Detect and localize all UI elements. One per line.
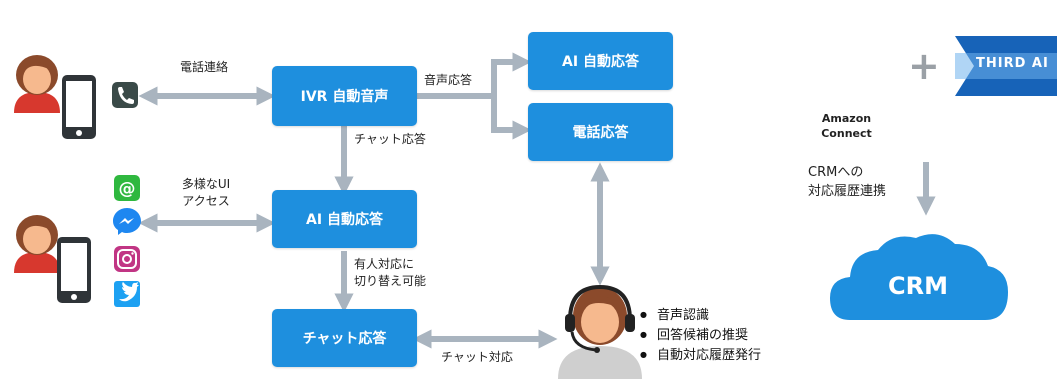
amazon-connect-line1: Amazon (821, 112, 872, 125)
amazon-connect-line2: Connect (821, 127, 872, 140)
smartphone-icon (57, 237, 91, 303)
user-avatar-icon (14, 55, 60, 113)
instagram-icon (114, 246, 140, 272)
operator-headset-icon (558, 284, 642, 379)
ivr-label: IVR 自動音声 (300, 89, 389, 105)
operator-feature-item: 自動対応履歴発行 (640, 345, 761, 365)
messenger-icon (113, 208, 141, 235)
diverse-ui-label: 多様なUI アクセス (172, 176, 240, 210)
ivr-box: IVR 自動音声 (272, 66, 417, 126)
svg-text:@: @ (119, 179, 136, 199)
phone-response-box: 電話応答 (528, 103, 673, 161)
phone-response-label: 電話応答 (572, 125, 629, 141)
crm-label: CRM (888, 272, 948, 300)
handover-line2: 切り替え可能 (354, 274, 427, 288)
phone-app-icon (112, 82, 138, 108)
ai-mid-label: AI 自動応答 (306, 212, 383, 228)
operator-feature-item: 回答候補の推奨 (640, 325, 761, 345)
user-bottom (14, 215, 91, 303)
ai-top-label: AI 自動応答 (562, 54, 639, 70)
voice-response-label: 音声応答 (424, 73, 473, 87)
diverse-ui-line1: 多様なUI (181, 177, 231, 191)
handover-line1: 有人対応に (354, 257, 415, 271)
crm-note-line2: 対応履歴連携 (808, 184, 887, 199)
handover-label: 有人対応に 切り替え可能 (354, 256, 426, 290)
cloud-icon (830, 234, 1008, 320)
diverse-ui-line2: アクセス (182, 194, 230, 208)
chat-response-edge-label: チャット応答 (354, 132, 426, 146)
third-ai-text: THIRD AI (976, 56, 1049, 71)
user-avatar-icon (14, 215, 60, 273)
third-ai-logo (955, 36, 1057, 96)
chat-response-box: チャット応答 (272, 309, 417, 367)
arrow-voice-ai (491, 52, 532, 96)
user-top (14, 55, 96, 139)
amazon-connect-caption: Amazon Connect (800, 111, 893, 141)
ai-top-box: AI 自動応答 (528, 32, 673, 90)
crm-note-label: CRMへの 対応履歴連携 (808, 163, 886, 201)
crm-note-line1: CRMへの (808, 165, 864, 180)
operator-feature-list: 音声認識 回答候補の推奨 自動対応履歴発行 (640, 305, 761, 365)
amazon-connect-icon (822, 25, 886, 71)
chat-support-label: チャット対応 (441, 350, 513, 364)
phone-contact-label: 電話連絡 (180, 60, 229, 74)
smartphone-icon (62, 75, 96, 139)
arrow-voice-split (417, 93, 532, 140)
ai-mid-box: AI 自動応答 (272, 190, 417, 248)
at-mail-icon: @ (114, 175, 140, 201)
twitter-icon (114, 281, 140, 307)
plus-sign: + (908, 44, 940, 88)
operator-feature-item: 音声認識 (640, 305, 761, 325)
chat-response-label: チャット応答 (302, 331, 387, 347)
